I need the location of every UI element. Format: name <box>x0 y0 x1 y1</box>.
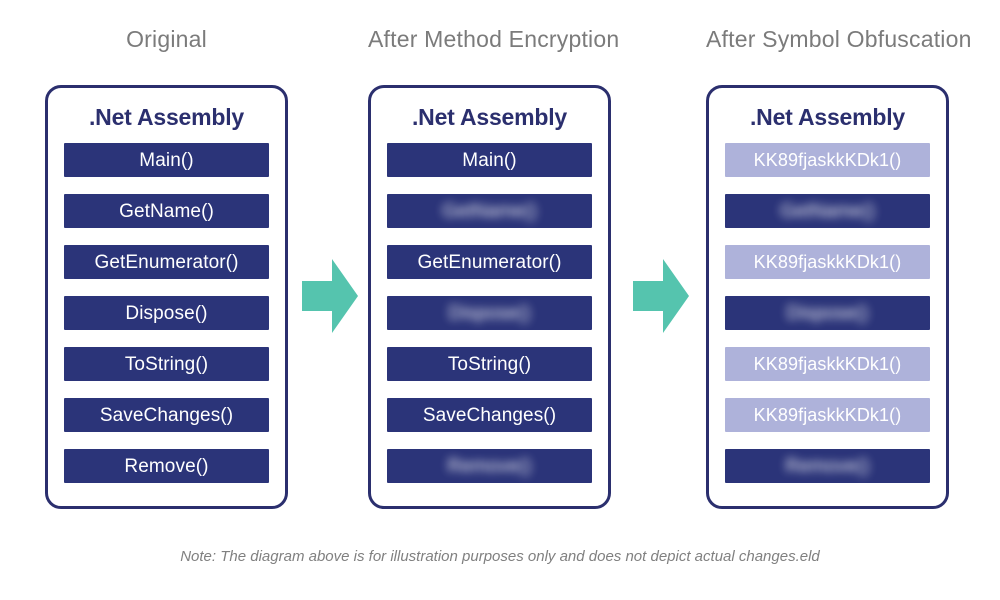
method-label: SaveChanges() <box>99 404 234 426</box>
column-headings: Original After Method Encryption After S… <box>0 26 1000 66</box>
method-label: KK89fjaskkKDk1() <box>753 405 902 425</box>
method-row: Remove() <box>64 449 269 483</box>
method-row: Main() <box>387 143 592 177</box>
method-row: Main() <box>64 143 269 177</box>
card-title: .Net Assembly <box>749 104 906 130</box>
method-list: KK89fjaskkKDk1() GetName() KK89fjaskkKDk… <box>709 143 946 483</box>
method-row: SaveChanges() <box>64 398 269 432</box>
method-row: ToString() <box>387 347 592 381</box>
method-label: Remove() <box>785 455 870 477</box>
method-row: GetName() <box>64 194 269 228</box>
footer-note: Note: The diagram above is for illustrat… <box>180 548 820 565</box>
method-label: Dispose() <box>448 302 531 324</box>
method-row-encrypted: Remove() <box>387 449 592 483</box>
method-row-encrypted: GetName() <box>387 194 592 228</box>
method-label: GetName() <box>119 200 214 222</box>
assembly-card-original: .Net Assembly Main() GetName() GetEnumer… <box>45 85 288 509</box>
method-row-encrypted: Dispose() <box>725 296 930 330</box>
method-label: Remove() <box>124 455 209 477</box>
method-row: SaveChanges() <box>387 398 592 432</box>
method-row-obfuscated: KK89fjaskkKDk1() <box>725 347 930 381</box>
method-row: Dispose() <box>64 296 269 330</box>
method-row: ToString() <box>64 347 269 381</box>
method-row-encrypted: GetName() <box>725 194 930 228</box>
method-label: Dispose() <box>786 302 869 324</box>
card-title: .Net Assembly <box>411 104 568 130</box>
method-row-obfuscated: KK89fjaskkKDk1() <box>725 245 930 279</box>
method-row-obfuscated: KK89fjaskkKDk1() <box>725 398 930 432</box>
method-label: Main() <box>462 149 517 171</box>
method-label: Main() <box>139 149 194 171</box>
method-row: GetEnumerator() <box>64 245 269 279</box>
method-label: Dispose() <box>125 302 208 324</box>
assembly-card-after-method-encryption: .Net Assembly Main() GetName() GetEnumer… <box>368 85 611 509</box>
method-label: Remove() <box>447 455 532 477</box>
method-label: KK89fjaskkKDk1() <box>753 354 902 374</box>
column-heading-original: Original <box>126 26 207 52</box>
column-heading-after-symbol-obfuscation: After Symbol Obfuscation <box>706 26 972 52</box>
method-label: ToString() <box>447 353 532 375</box>
card-title: .Net Assembly <box>88 104 245 130</box>
method-label: ToString() <box>124 353 209 375</box>
arrow-original-to-encrypted-icon <box>302 258 358 334</box>
column-heading-after-method-encryption: After Method Encryption <box>368 26 620 52</box>
method-row-obfuscated: KK89fjaskkKDk1() <box>725 143 930 177</box>
assembly-card-after-symbol-obfuscation: .Net Assembly KK89fjaskkKDk1() GetName()… <box>706 85 949 509</box>
arrow-encrypted-to-obfuscated-icon <box>633 258 689 334</box>
method-label: SaveChanges() <box>422 404 557 426</box>
method-row-encrypted: Remove() <box>725 449 930 483</box>
method-label: KK89fjaskkKDk1() <box>753 150 902 170</box>
method-label: GetName() <box>442 200 537 222</box>
method-row: GetEnumerator() <box>387 245 592 279</box>
method-row-encrypted: Dispose() <box>387 296 592 330</box>
method-label: GetEnumerator() <box>417 251 562 273</box>
method-list: Main() GetName() GetEnumerator() Dispose… <box>371 143 608 483</box>
method-label: GetEnumerator() <box>94 251 239 273</box>
method-label: KK89fjaskkKDk1() <box>753 252 902 272</box>
method-list: Main() GetName() GetEnumerator() Dispose… <box>48 143 285 483</box>
method-label: GetName() <box>780 200 875 222</box>
